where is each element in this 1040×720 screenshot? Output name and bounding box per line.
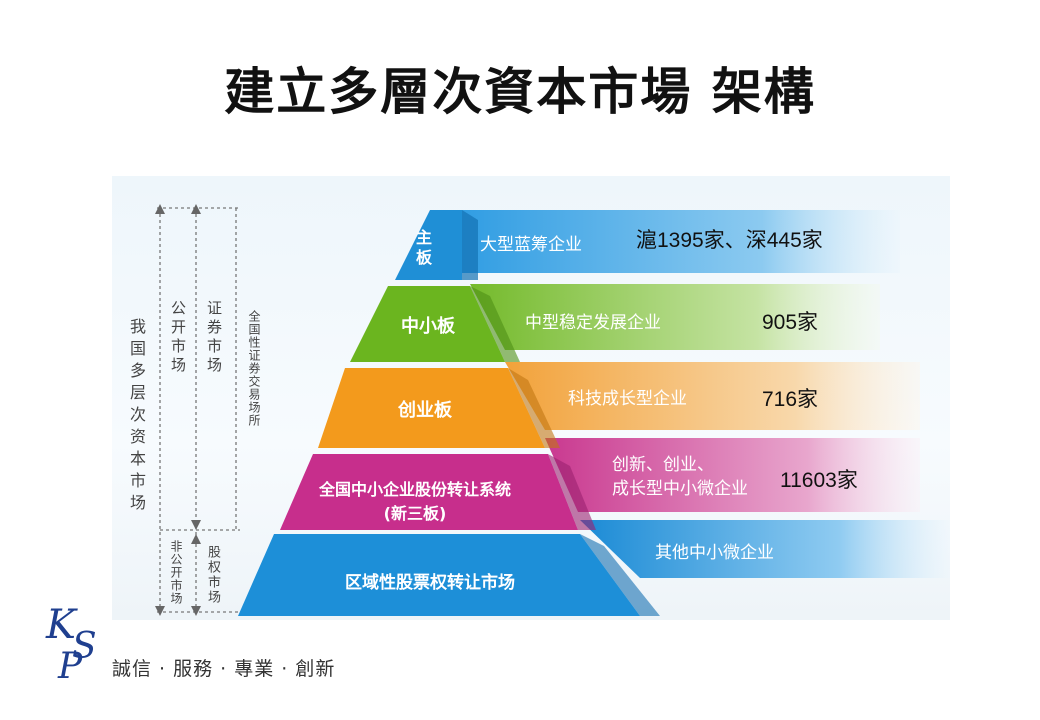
label-multilevel-capital-market: 我国多层次资本市场 (127, 318, 146, 516)
count-main-board: 滬1395家、深445家 (636, 229, 823, 252)
board-label-chinext: 创业板 (398, 400, 452, 421)
tier-chinext (318, 368, 545, 448)
band-main-board (440, 210, 900, 273)
tier-regional (238, 534, 640, 616)
board-label-regional: 区域性股票权转让市场 (345, 573, 515, 593)
category-regional: 其他中小微企业 (655, 543, 774, 563)
band-neeq (545, 438, 920, 512)
category-main: 大型蓝筹企业 (480, 235, 582, 255)
label-equity-market: 股权市场 (205, 545, 220, 605)
category-chinext: 科技成长型企业 (568, 389, 687, 409)
board-label-neeq: 全国中小企业股份转让系统 (318, 480, 511, 499)
band-sme-board (470, 284, 880, 350)
ksp-logo: K S P (45, 602, 97, 678)
page-title: 建立多層次資本市場 架構 (224, 62, 816, 121)
category-neeq-line1: 创新、创业、 (612, 455, 714, 475)
count-chinext: 716家 (762, 388, 819, 411)
bracket-lines (157, 207, 240, 613)
band-chinext (505, 362, 920, 430)
label-public-market: 公开市场 (169, 300, 187, 376)
board-label-neeq-sub: (新三板) (383, 504, 447, 523)
band-regional (580, 520, 950, 578)
count-sme-board: 905家 (762, 311, 819, 334)
label-securities-market: 证券市场 (205, 300, 223, 376)
svg-text:P: P (57, 646, 83, 678)
label-non-public-market: 非公开市场 (169, 540, 183, 605)
tier-sme-board (350, 286, 505, 362)
label-national-exchange: 全国性证券交易场所 (247, 310, 261, 427)
tier-main-board (395, 210, 462, 280)
board-label-sme: 中小板 (401, 316, 455, 337)
svg-text:K: K (45, 602, 78, 648)
category-neeq-line2: 成长型中小微企业 (612, 479, 748, 499)
tier-neeq (280, 454, 578, 530)
svg-text:S: S (72, 626, 97, 667)
bracket-arrows (155, 204, 201, 616)
board-label-main: 主板 (415, 228, 432, 267)
company-slogan: 誠信 · 服務 · 專業 · 創新 (112, 658, 336, 680)
count-neeq: 11603家 (780, 469, 858, 492)
category-sme: 中型稳定发展企业 (525, 313, 661, 333)
